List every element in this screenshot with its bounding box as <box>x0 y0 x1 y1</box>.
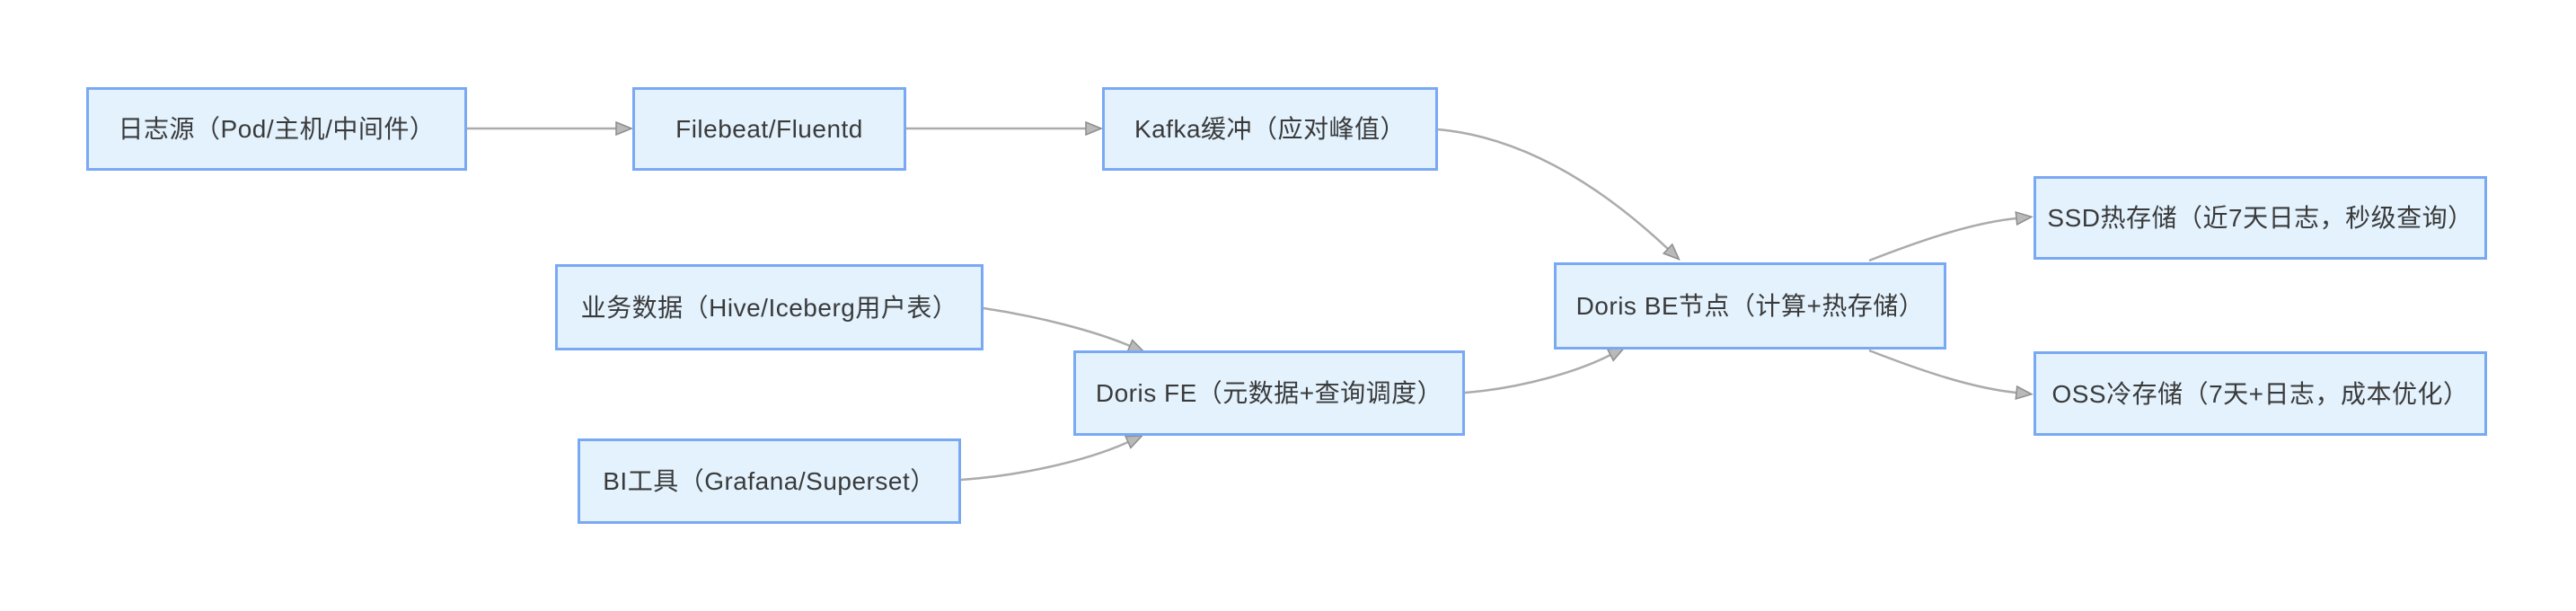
node-oss-cold-storage: OSS冷存储（7天+日志，成本优化） <box>2033 351 2487 436</box>
edge-doris-be-to-ssd-hot <box>1868 218 2016 262</box>
node-filebeat-fluentd: Filebeat/Fluentd <box>632 87 906 171</box>
node-doris-fe: Doris FE（元数据+查询调度） <box>1073 350 1465 436</box>
node-oss-cold-storage-label: OSS冷存储（7天+日志，成本优化） <box>2051 379 2469 408</box>
node-bi-tools: BI工具（Grafana/Superset） <box>578 438 961 524</box>
node-kafka-buffer: Kafka缓冲（应对峰值） <box>1102 87 1438 171</box>
edge-biz-data-to-doris-fe <box>983 306 1130 346</box>
node-ssd-hot-storage: SSD热存储（近7天日志，秒级查询） <box>2033 176 2487 260</box>
edge-kafka-to-doris-be <box>1437 128 1668 249</box>
node-business-data: 业务数据（Hive/Iceberg用户表） <box>555 264 984 350</box>
edge-doris-be-to-oss-cold <box>1868 349 2016 393</box>
node-business-data-label: 业务数据（Hive/Iceberg用户表） <box>580 293 958 322</box>
node-log-source: 日志源（Pod/主机/中间件） <box>86 87 467 171</box>
node-bi-tools-label: BI工具（Grafana/Superset） <box>603 467 936 495</box>
node-doris-fe-label: Doris FE（元数据+查询调度） <box>1095 379 1443 407</box>
node-kafka-buffer-label: Kafka缓冲（应对峰值） <box>1134 115 1407 143</box>
node-log-source-label: 日志源（Pod/主机/中间件） <box>118 115 436 143</box>
edge-doris-fe-to-doris-be <box>1464 355 1610 394</box>
edge-bi-tools-to-doris-fe <box>960 442 1128 482</box>
node-ssd-hot-storage-label: SSD热存储（近7天日志，秒级查询） <box>2047 204 2474 232</box>
node-doris-be: Doris BE节点（计算+热存储） <box>1554 262 1946 350</box>
node-filebeat-fluentd-label: Filebeat/Fluentd <box>675 115 863 143</box>
node-doris-be-label: Doris BE节点（计算+热存储） <box>1575 292 1925 320</box>
